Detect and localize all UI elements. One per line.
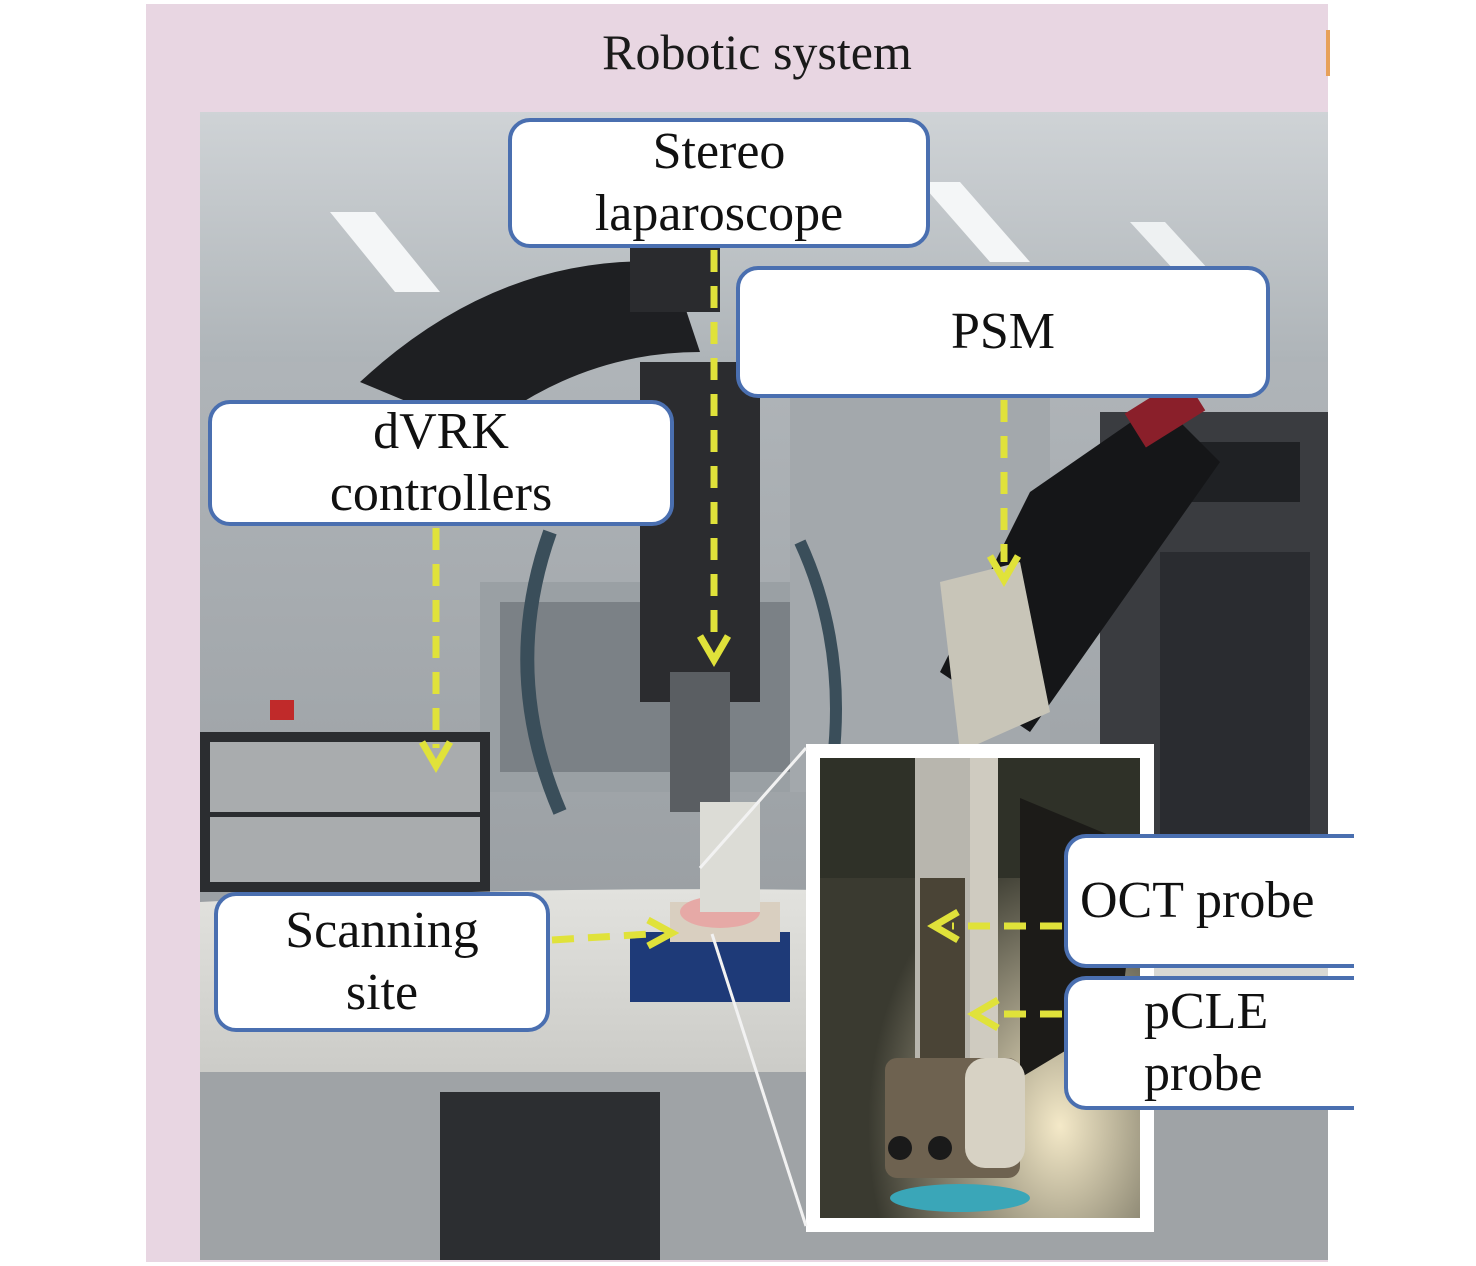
- label-stereo-line2: laparoscope: [594, 185, 844, 242]
- label-scanning-site: Scanning site: [214, 892, 550, 1032]
- label-oct-text: OCT probe: [1080, 872, 1315, 929]
- label-dvrk-line1: dVRK: [373, 403, 509, 460]
- label-scanning-line1: Scanning: [285, 902, 479, 959]
- label-stereo-laparoscope: Stereo laparoscope: [508, 118, 930, 248]
- label-pcle-line1: pCLE: [1144, 983, 1269, 1040]
- figure-title: Robotic system: [602, 24, 912, 80]
- label-pcle-probe: pCLE probe: [1064, 976, 1354, 1110]
- edge-mark: [1326, 30, 1330, 76]
- label-pcle-line2: probe: [1144, 1045, 1263, 1102]
- label-psm: PSM: [736, 266, 1270, 398]
- label-dvrk-controllers: dVRK controllers: [208, 400, 674, 526]
- label-dvrk-line2: controllers: [329, 465, 553, 522]
- label-scanning-line2: site: [345, 964, 419, 1021]
- label-psm-text: PSM: [950, 303, 1056, 360]
- label-stereo-line1: Stereo: [652, 123, 786, 180]
- label-oct-probe: OCT probe: [1064, 834, 1354, 968]
